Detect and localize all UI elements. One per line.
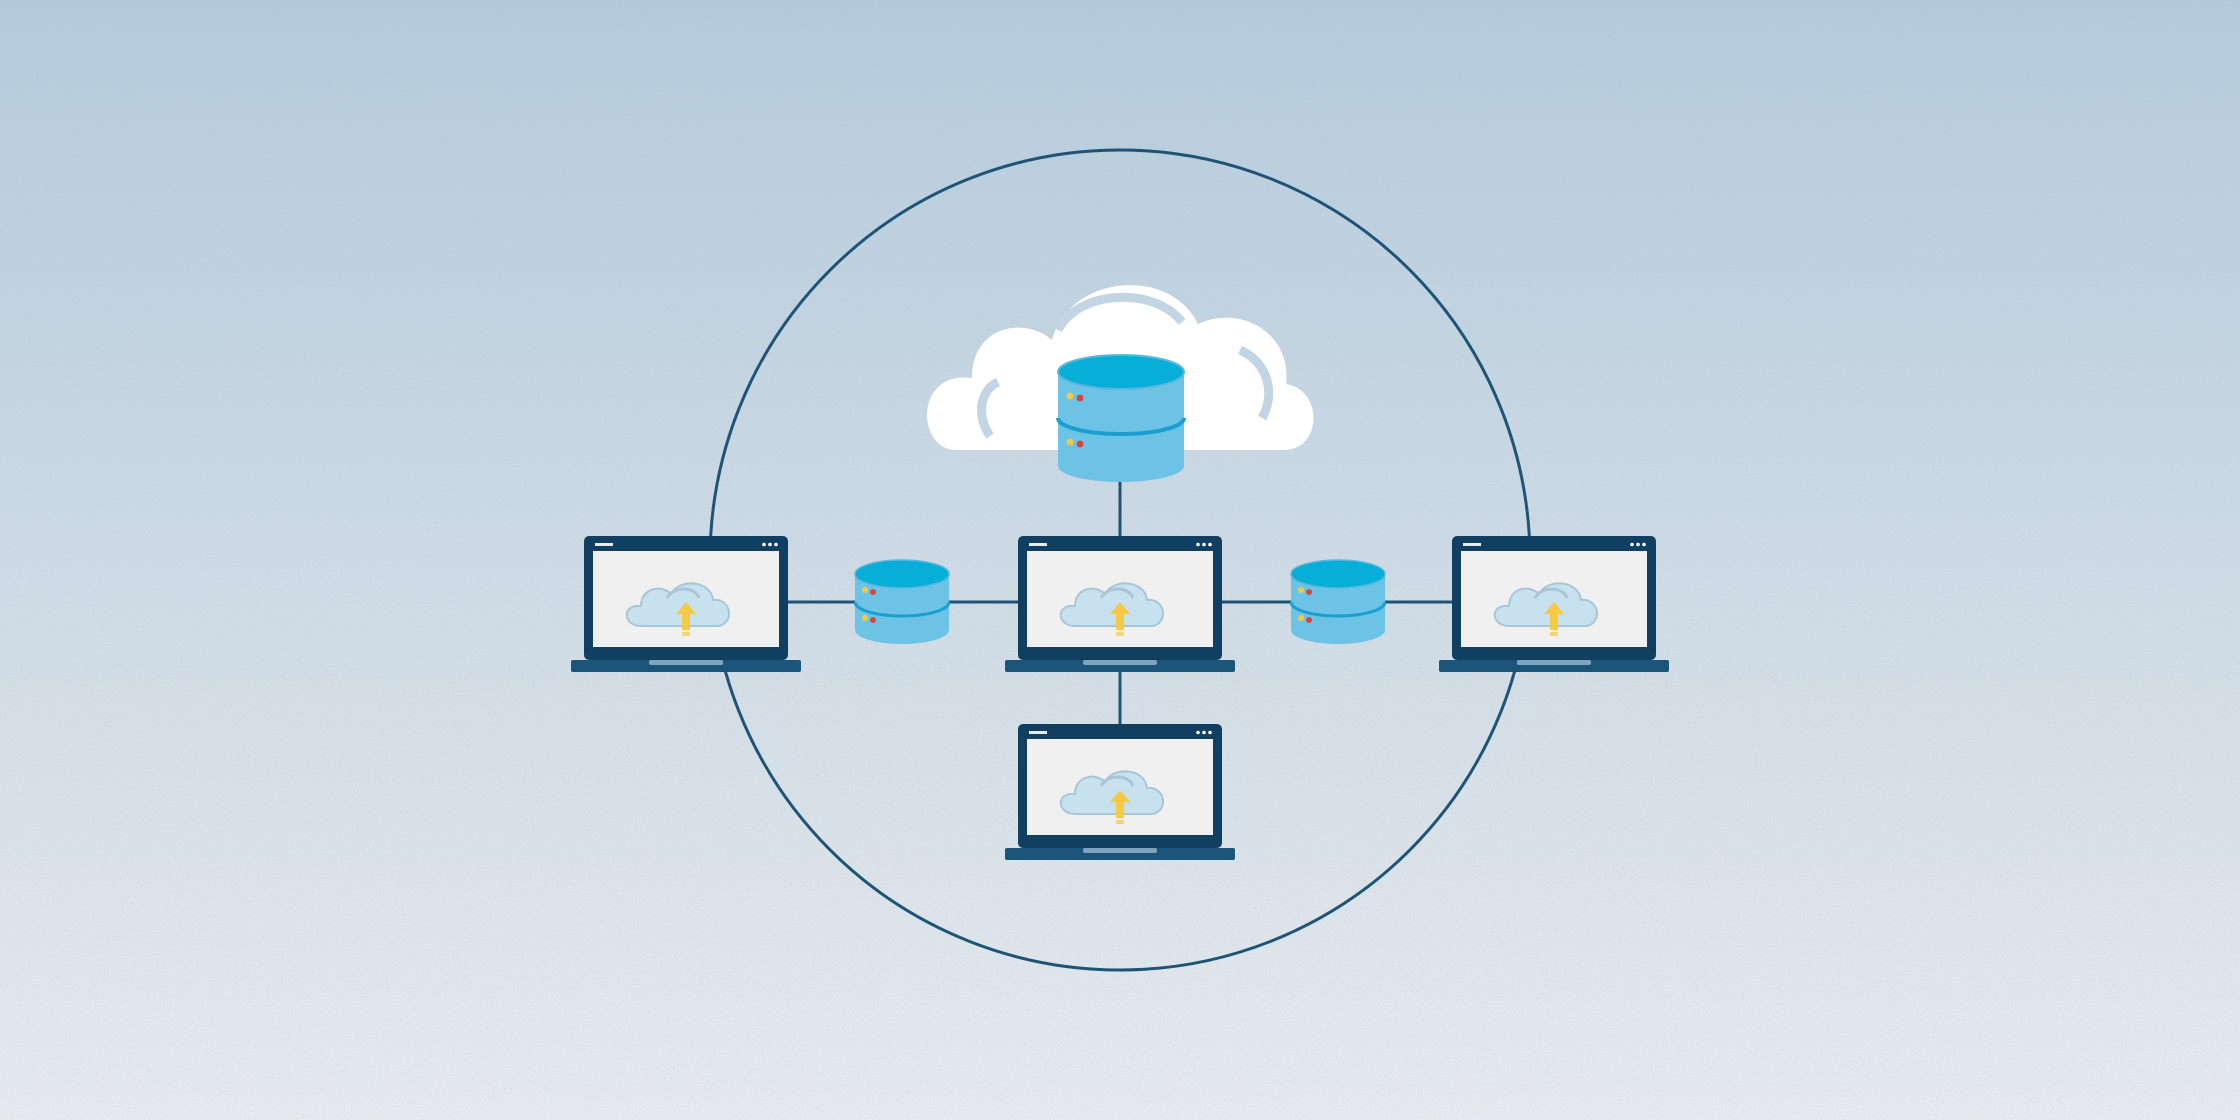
node-database-left <box>853 558 951 646</box>
node-laptop-bottom <box>1003 722 1237 862</box>
laptop-cloud-upload-icon <box>569 534 803 674</box>
laptop-cloud-upload-icon <box>1003 534 1237 674</box>
laptop-cloud-upload-icon <box>1003 722 1237 862</box>
node-laptop-left <box>569 534 803 674</box>
laptop-cloud-upload-icon <box>1437 534 1671 674</box>
node-database-right <box>1289 558 1387 646</box>
node-laptop-right <box>1437 534 1671 674</box>
node-laptop-center <box>1003 534 1237 674</box>
database-icon <box>853 558 951 646</box>
database-icon <box>1289 558 1387 646</box>
